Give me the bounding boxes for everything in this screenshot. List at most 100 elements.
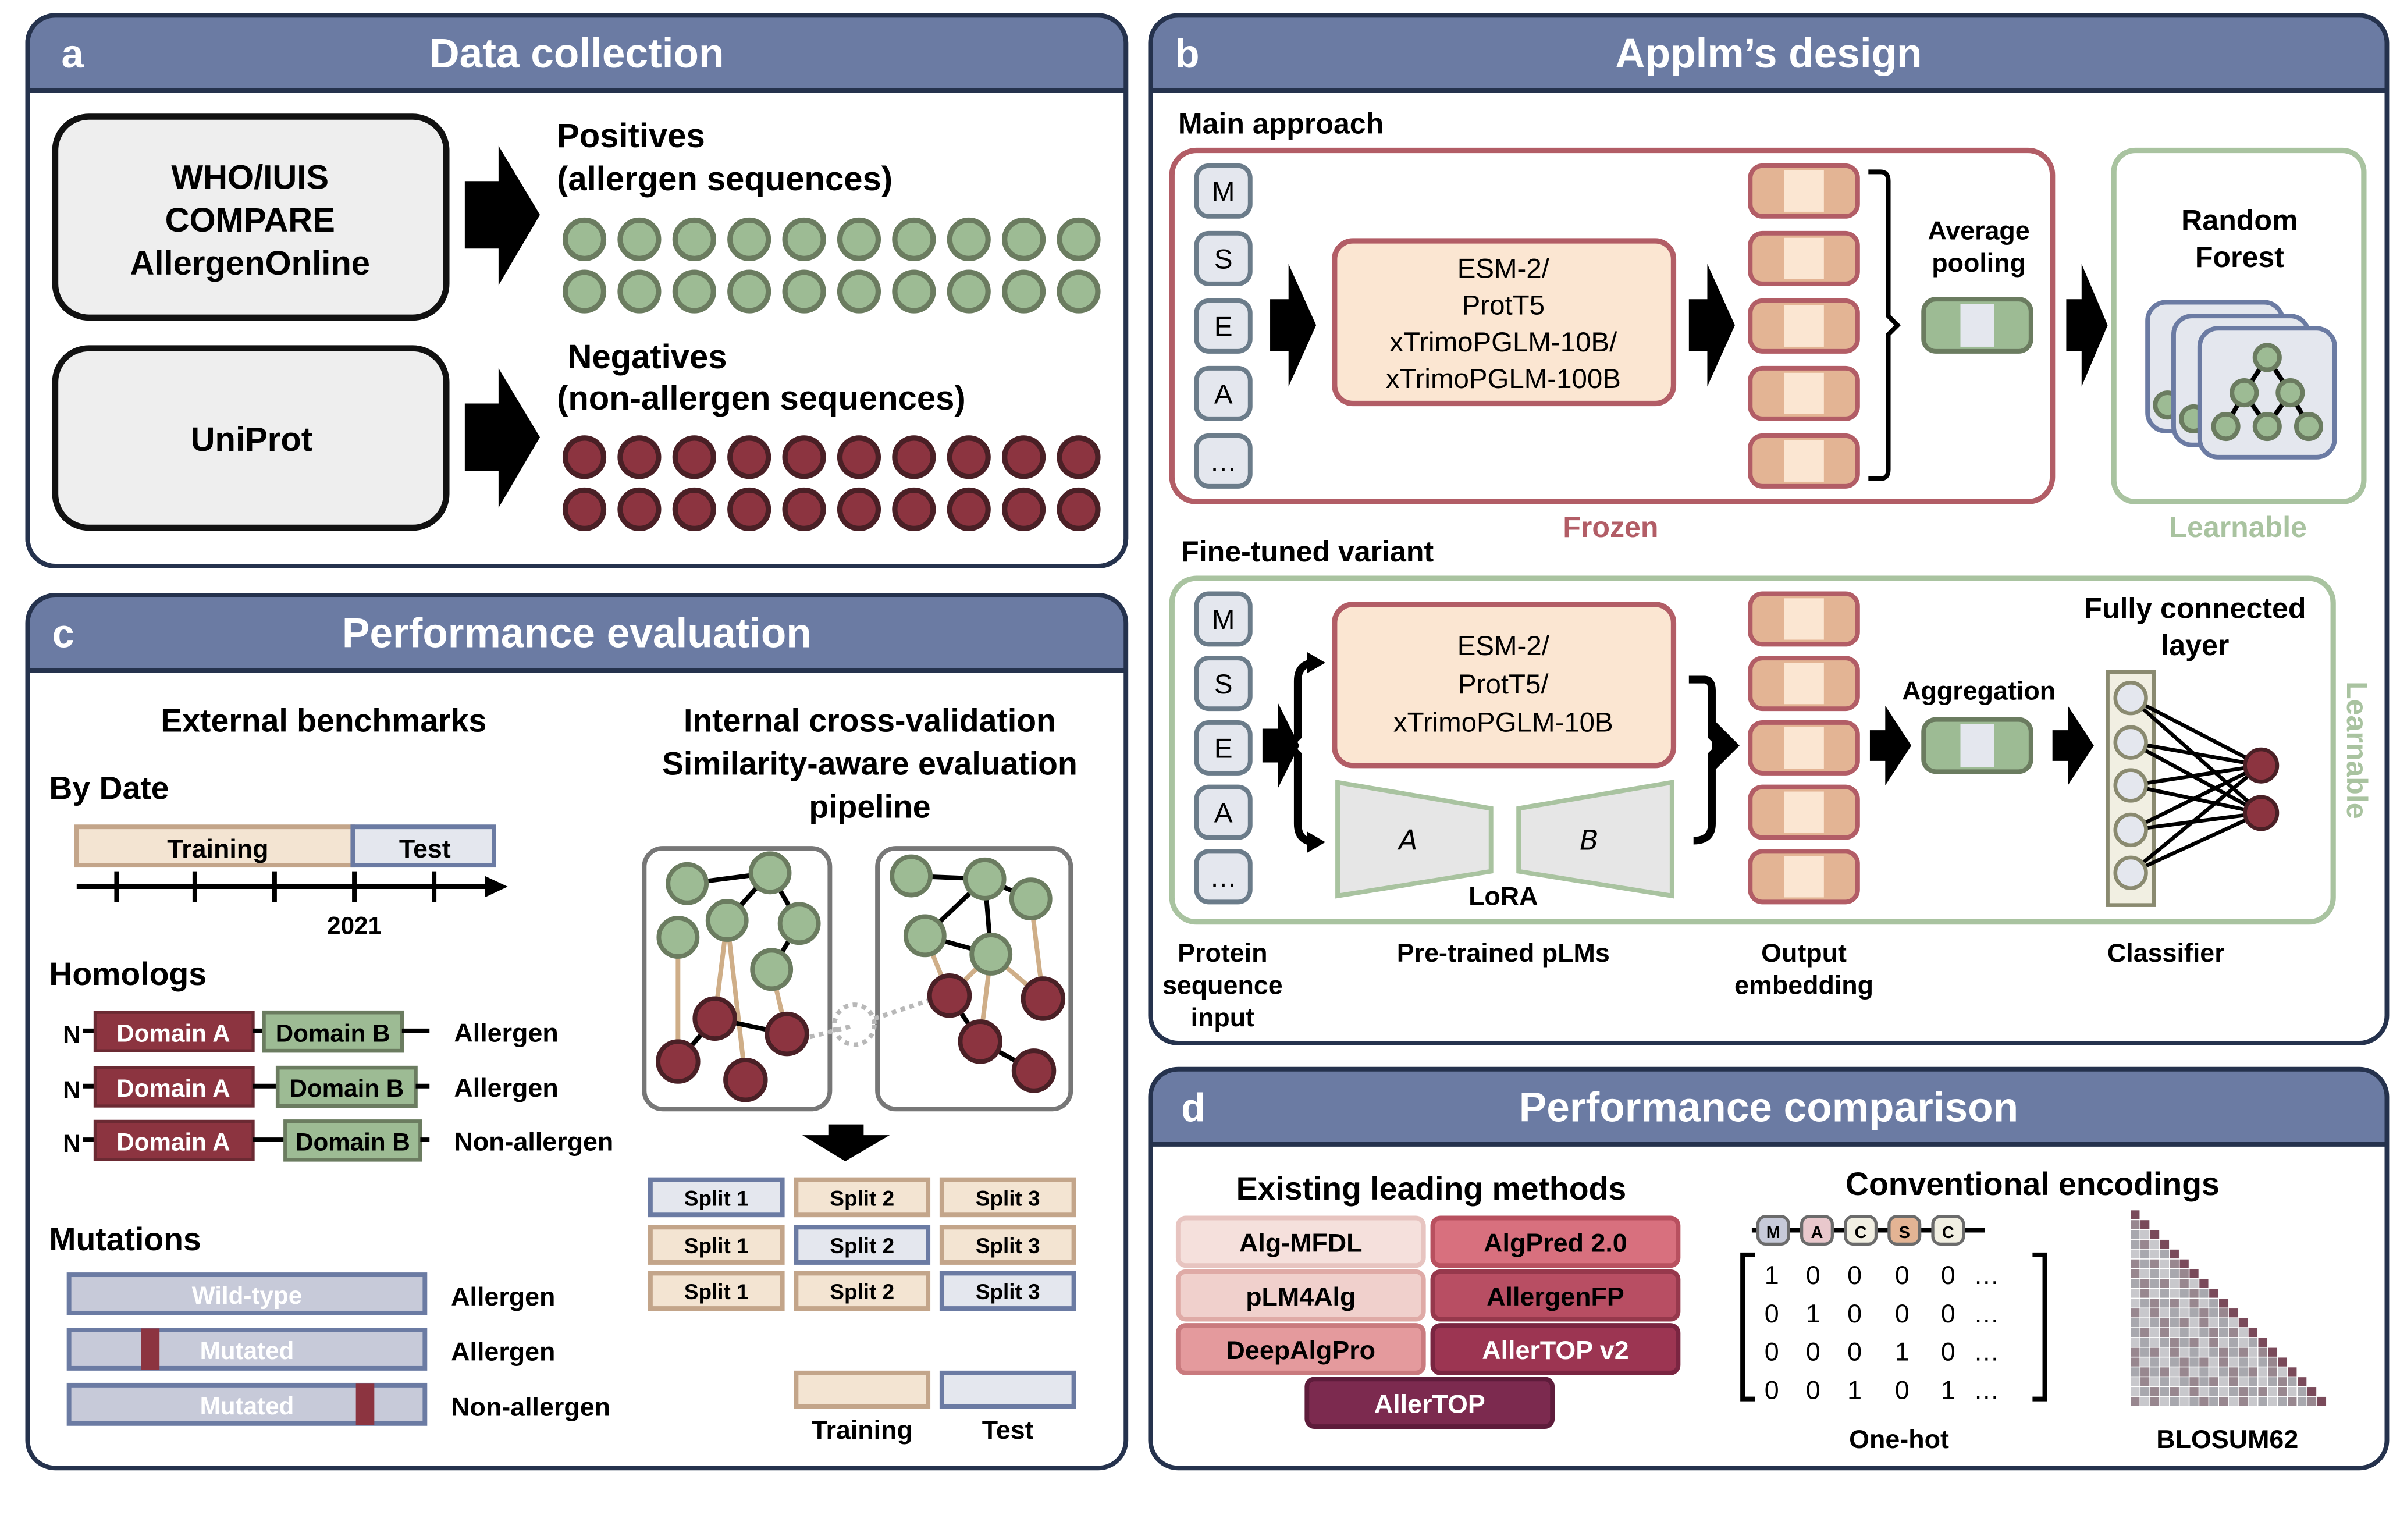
similarity-graphs [656,851,1066,1102]
model-prott5-main: ProtT5 [1462,290,1545,321]
tree-node [2252,343,2282,372]
blosum-cell [2179,1279,2189,1288]
blosum-cell [2307,1387,2317,1396]
onehot-cell: … [1974,1261,2000,1290]
chain-residue-letter: M [1766,1224,1780,1242]
negative-dot [947,487,991,531]
legend-test-swatch [939,1370,1076,1409]
positives-label: Positives [557,117,705,155]
arrow-negative [464,368,541,508]
panel-b-letter: b [1175,31,1200,76]
blosum-cell [2228,1328,2238,1338]
positive-dot [617,217,662,261]
blosum-cell [2268,1396,2277,1406]
blosum-cell [2258,1367,2267,1377]
label-output: Output [1761,938,1847,968]
negative-dot [892,487,936,531]
positive-dot [562,217,607,261]
blosum-cell [2248,1357,2257,1367]
blosum-cell [2131,1289,2140,1298]
onehot-cell: … [1974,1338,2000,1367]
frozen-label: Frozen [1563,511,1658,543]
blosum-cell [2248,1396,2257,1406]
fully-connected-network [2106,670,2280,907]
split-cell [648,1271,785,1311]
blosum-cell [2228,1308,2238,1318]
lora-a-label: A [1397,825,1417,857]
fc-label-2: layer [2161,629,2229,661]
blosum-cell [2228,1387,2238,1396]
aggregation-label: Aggregation [1902,676,2056,705]
negative-dot [672,435,716,479]
positive-sequence-dots [562,217,1101,314]
blosum-cell [2189,1396,2199,1406]
blosum-cell [2219,1396,2228,1406]
negative-dot [782,435,826,479]
split-cell [939,1225,1076,1265]
method-name: pLM4Alg [1246,1282,1356,1311]
blosum62-matrix [2131,1210,2327,1406]
onehot-cell: 0 [1941,1261,1955,1290]
negative-dot [892,435,936,479]
random-forest-label-1: Random [2181,204,2298,237]
sequence-token [1194,163,1253,219]
plm-box-main [1332,238,1677,407]
chain-residue-letter: A [1811,1224,1823,1242]
positive-dot [727,269,771,314]
onehot-cell: 0 [1765,1338,1779,1367]
blosum-cell [2189,1269,2199,1278]
blosum-cell [2228,1357,2238,1367]
label-input: input [1191,1003,1255,1032]
blosum-cell [2189,1338,2199,1347]
chain-residue-letter: C [1942,1224,1954,1242]
label-pretrained: Pre-trained pLMs [1397,938,1610,968]
blosum-cell [2298,1387,2307,1396]
onehot-cell: 1 [1941,1376,1955,1405]
blosum-cell [2140,1259,2150,1268]
blosum-cell [2150,1308,2160,1318]
timeline-year: 2021 [327,912,382,940]
blosum-cell [2140,1328,2150,1338]
conventional-encodings-label: Conventional encodings [1846,1166,2220,1202]
embedding-vector-center [1784,372,1824,414]
mutated-1-class: Allergen [451,1338,555,1367]
fc-connection [2129,764,2263,874]
legend-training-label: Training [812,1415,913,1445]
blosum-cell [2238,1387,2248,1396]
blosum-cell [2189,1328,2199,1338]
model-xtrimo10b-ft: xTrimoPGLM-10B [1393,707,1613,738]
blosum-cell [2219,1318,2228,1328]
model-esm2-main: ESM-2/ [1457,253,1550,284]
positive-dot [892,269,936,314]
split-cell [648,1225,785,1265]
negatives-sublabel: (non-allergen sequences) [557,379,966,417]
legend-training-swatch [794,1370,931,1409]
blosum-cell [2189,1318,2199,1328]
onehot-cell: … [1974,1299,2000,1328]
positive-dot [782,269,826,314]
blosum-cell [2140,1220,2150,1229]
blosum-cell [2179,1347,2189,1357]
blosum-cell [2238,1367,2248,1377]
embedding-vector-center [1784,791,1824,833]
blosum-cell [2150,1299,2160,1308]
timeline-training [74,824,355,868]
sequence-token-letter: … [1210,447,1237,478]
onehot-cell: 0 [1895,1299,1910,1328]
negative-dot [562,435,607,479]
split-cell-label: Split 2 [830,1234,894,1258]
graph-node-negative [1011,1048,1057,1093]
blosum-cell [2160,1367,2170,1377]
blosum-cell [2160,1347,2170,1357]
domain-a-label: Domain A [116,1128,230,1155]
blosum-cell [2219,1338,2228,1347]
lora-matrix-a [1335,780,1494,899]
external-benchmarks-label: External benchmarks [161,703,486,739]
chain-residue [1800,1215,1834,1246]
blosum-cell [2248,1338,2257,1347]
positive-dot [672,269,716,314]
blosum-cell [2131,1396,2140,1406]
positive-dot [672,217,716,261]
blosum-cell [2179,1308,2189,1318]
